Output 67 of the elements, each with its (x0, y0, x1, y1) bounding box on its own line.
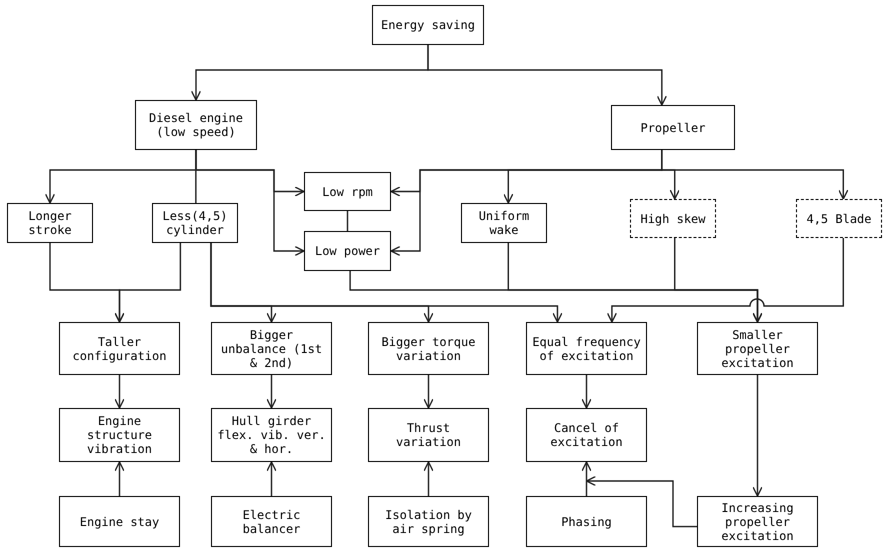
process-box (697, 496, 818, 547)
arrow (266, 374, 277, 409)
arrow (586, 476, 697, 528)
box-label: Smaller propeller excitation (720, 328, 795, 370)
arrow (114, 374, 125, 409)
process-box (372, 5, 484, 45)
box-label: High skew (640, 212, 706, 226)
box-label: Taller configuration (72, 334, 168, 362)
box-label: Engine structure vibration (86, 414, 154, 456)
box-label: Low power (314, 244, 380, 258)
arrow (210, 243, 563, 323)
process-box (211, 322, 332, 375)
box-label: Hull girder flex. vib. ver. & hor. (216, 414, 327, 456)
process-box (368, 496, 489, 547)
process-box (697, 322, 818, 375)
process-box (304, 172, 391, 211)
process-box (630, 199, 716, 238)
arrow (606, 238, 844, 323)
process-box (461, 203, 547, 243)
box-label: Propeller (640, 120, 706, 134)
box-label: Uniform wake (478, 209, 530, 237)
box-label: Less(4,5) cylinder (161, 209, 229, 237)
connector-line (195, 149, 197, 203)
box-label: Thrust variation (394, 421, 462, 449)
arrow (427, 45, 668, 106)
arrow (266, 461, 277, 497)
arrow (581, 374, 592, 409)
process-box (152, 203, 238, 243)
box-label: Electric balancer (242, 508, 302, 536)
box-label: Phasing (561, 514, 612, 528)
box-label: Increasing propeller excitation (720, 500, 795, 542)
process-box (368, 322, 489, 375)
process-box (59, 322, 180, 375)
process-box (211, 408, 332, 462)
box-label: Isolation by air spring (384, 508, 473, 536)
arrow (674, 238, 763, 323)
box-label: Longer stroke (27, 209, 73, 237)
arrow (423, 374, 434, 409)
box-label: Diesel engine (low speed) (148, 111, 244, 139)
arrow (114, 243, 182, 323)
arrow (752, 374, 763, 497)
box-label: Low rpm (322, 184, 373, 198)
box-label: 4,5 Blade (806, 212, 872, 226)
arrow (423, 461, 434, 497)
box-label: Energy saving (381, 18, 475, 32)
process-box (796, 199, 882, 238)
arrow (114, 461, 125, 497)
box-label: Cancel of excitation (549, 421, 624, 449)
process-box (368, 408, 489, 462)
process-box (59, 408, 180, 462)
box-label: Equal frequency of excitation (531, 334, 642, 362)
box-label: Engine stay (80, 514, 160, 528)
process-box (526, 408, 647, 462)
process-box (526, 496, 647, 547)
arrow (581, 461, 592, 497)
box-label: Bigger torque variation (380, 334, 476, 362)
process-box (7, 203, 93, 243)
arrow (195, 150, 305, 256)
process-box (611, 105, 735, 150)
arrow (661, 150, 848, 200)
process-box (304, 231, 391, 271)
process-box (211, 496, 332, 547)
process-box (59, 496, 180, 547)
process-box (526, 322, 647, 375)
connector-line (346, 210, 348, 231)
process-box (135, 100, 257, 150)
box-label: Bigger unbalance (1st & 2nd) (220, 328, 324, 370)
